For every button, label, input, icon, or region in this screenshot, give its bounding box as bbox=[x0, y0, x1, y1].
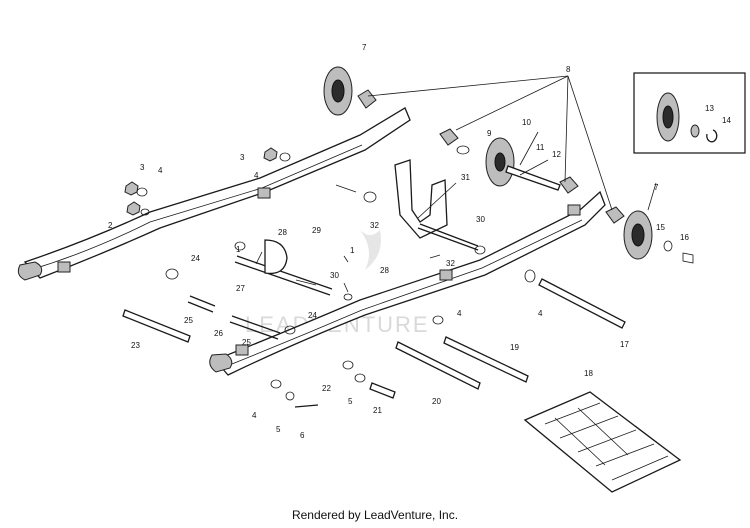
callout-18: 18 bbox=[584, 369, 593, 378]
callout-5-right: 5 bbox=[348, 397, 353, 406]
callout-17: 17 bbox=[620, 340, 629, 349]
callout-26: 26 bbox=[214, 329, 223, 338]
callout-22: 22 bbox=[322, 384, 331, 393]
callout-8: 8 bbox=[566, 65, 571, 74]
callout-32-bottom: 32 bbox=[446, 259, 455, 268]
callout-28-left: 28 bbox=[278, 228, 287, 237]
callout-9: 9 bbox=[487, 129, 492, 138]
callout-14: 14 bbox=[722, 116, 731, 125]
callout-15: 15 bbox=[656, 223, 665, 232]
callout-23: 23 bbox=[131, 341, 140, 350]
callout-6: 6 bbox=[300, 431, 305, 440]
callout-30-right: 30 bbox=[476, 215, 485, 224]
callout-25-top: 25 bbox=[184, 316, 193, 325]
left-rail bbox=[17, 107, 411, 281]
bracket-assembly bbox=[234, 159, 479, 296]
callout-25-bottom: 25 bbox=[242, 338, 251, 347]
callout-7-top: 7 bbox=[362, 43, 367, 52]
callout-13: 13 bbox=[705, 104, 714, 113]
track-section bbox=[523, 391, 682, 493]
callout-10: 10 bbox=[522, 118, 531, 127]
callout-5-bottom: 5 bbox=[276, 425, 281, 434]
callout-27: 27 bbox=[236, 284, 245, 293]
callout-1-right: 1 bbox=[350, 246, 355, 255]
callout-21: 21 bbox=[373, 406, 382, 415]
footer-credit: Rendered by LeadVenture, Inc. bbox=[291, 508, 459, 522]
callout-4-mid: 4 bbox=[254, 171, 259, 180]
callout-2: 2 bbox=[108, 221, 113, 230]
callout-11: 11 bbox=[536, 143, 545, 152]
right-rail bbox=[209, 190, 606, 376]
callout-30-left: 30 bbox=[330, 271, 339, 280]
hardware bbox=[124, 147, 536, 401]
callout-1-left: 1 bbox=[236, 245, 241, 254]
callout-19: 19 bbox=[510, 343, 519, 352]
callout-31: 31 bbox=[461, 173, 470, 182]
callout-16: 16 bbox=[680, 233, 689, 242]
callout-3-mid: 3 bbox=[240, 153, 245, 162]
callout-labels: 7 8 9 10 11 12 13 14 7 15 16 3 4 3 4 2 3… bbox=[108, 43, 731, 440]
inset-box bbox=[633, 72, 746, 154]
callout-24-top: 24 bbox=[191, 254, 200, 263]
callout-4-bottom: 4 bbox=[252, 411, 257, 420]
leader-lines bbox=[255, 75, 657, 293]
callout-4-far-right: 4 bbox=[538, 309, 543, 318]
center-wheel bbox=[439, 128, 579, 194]
idler-wheel-right bbox=[605, 206, 694, 264]
callout-4-right: 4 bbox=[457, 309, 462, 318]
callout-32-top: 32 bbox=[370, 221, 379, 230]
callout-29: 29 bbox=[312, 226, 321, 235]
cross-shafts bbox=[122, 278, 626, 408]
callout-28-right: 28 bbox=[380, 266, 389, 275]
callout-12: 12 bbox=[552, 150, 561, 159]
callout-7-right: 7 bbox=[654, 183, 659, 192]
callout-3-left: 3 bbox=[140, 163, 145, 172]
callout-4-left: 4 bbox=[158, 166, 163, 175]
idler-wheel-top bbox=[323, 66, 377, 116]
callout-24-bottom: 24 bbox=[308, 311, 317, 320]
callout-20: 20 bbox=[432, 397, 441, 406]
